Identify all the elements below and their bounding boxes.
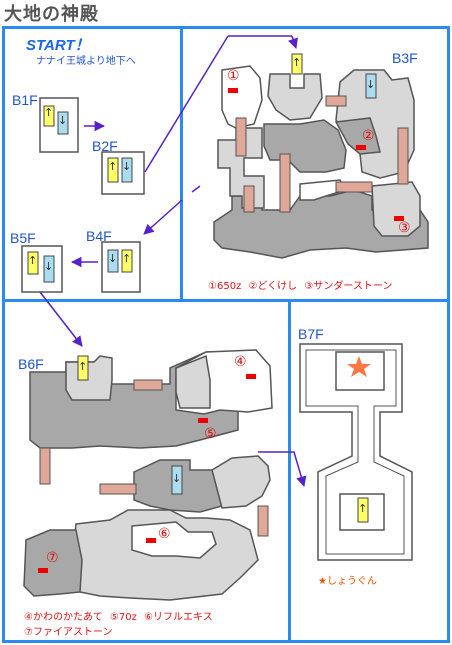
marker-4: ④ xyxy=(234,354,247,370)
b6-white-lower xyxy=(131,521,217,559)
b3-bridge-1 xyxy=(235,117,247,157)
b6-light-mid-right xyxy=(211,455,271,509)
marker-2: ② xyxy=(362,128,375,144)
item-2 xyxy=(356,145,366,150)
b7-room-boss xyxy=(335,351,385,391)
b6-light-top-mid xyxy=(175,354,211,409)
b3-bridge-2 xyxy=(243,185,255,213)
b3-light-top xyxy=(221,65,263,129)
item-6 xyxy=(146,538,156,543)
legend-item-1: ①650z xyxy=(208,281,242,292)
stairs-up-b2 xyxy=(107,157,119,183)
legend-item-5: ⑤70z xyxy=(109,612,137,623)
panel-b7 xyxy=(288,299,450,643)
item-5 xyxy=(198,418,208,423)
stairs-down-b3 xyxy=(365,73,377,99)
page-title: 大地の神殿 xyxy=(4,4,99,25)
floor-label-b3: B3F xyxy=(392,50,418,66)
b3-light-bottom xyxy=(299,179,348,201)
b6-light-top-left xyxy=(65,355,113,401)
marker-1: ① xyxy=(227,68,240,84)
b6-bridge-3 xyxy=(99,483,137,495)
b6-bridge-4 xyxy=(257,505,269,537)
legend-item-6: ⑥リフルエキス xyxy=(144,612,213,623)
floor-label-b2: B2F xyxy=(92,138,118,154)
b3-dark-right xyxy=(334,117,381,155)
stairs-down-b5 xyxy=(43,255,55,283)
arrow-b3-b4b xyxy=(143,199,183,235)
stairs-down-b6 xyxy=(171,465,183,495)
item-3 xyxy=(394,216,404,221)
b7-inner-top xyxy=(305,349,405,555)
stairs-down-b2 xyxy=(121,157,133,183)
b6-bridge-2 xyxy=(39,447,51,485)
stairs-up-b3 xyxy=(291,53,303,75)
legend-bottom-row2: ⑦ファイアストーン xyxy=(24,623,112,638)
start-note: ナナイ王城より地下へ xyxy=(36,56,136,67)
start-label: START！ xyxy=(26,37,90,54)
b6-dark-lower-left xyxy=(23,529,83,597)
arrow-b6-b7 xyxy=(258,451,307,488)
marker-6: ⑥ xyxy=(158,526,171,542)
b3-dark-mid xyxy=(263,119,347,173)
floor-label-b6: B6F xyxy=(18,356,44,372)
marker-3: ③ xyxy=(398,220,411,236)
floor-label-b7: B7F xyxy=(298,326,324,342)
boss-star-icon xyxy=(347,356,371,377)
stairs-up-b4 xyxy=(107,249,119,273)
legend-top: ①650z ②どくけし ③サンダーストーン xyxy=(208,277,392,292)
stairs-down-b4 xyxy=(121,249,133,273)
item-1 xyxy=(228,88,238,93)
b6-bridge-1 xyxy=(133,379,163,391)
arrow-b5-b6 xyxy=(39,291,83,347)
arrow-b2-b3c xyxy=(288,35,298,49)
stairs-up-b5 xyxy=(27,251,39,275)
arrow-b3-b4 xyxy=(191,185,201,193)
legend-bottom-row1: ④かわのかたあて ⑤70z ⑥リフルエキス xyxy=(24,608,213,623)
arrow-b2-b3 xyxy=(144,35,229,173)
item-4 xyxy=(246,374,256,379)
b3-bridge-5 xyxy=(335,181,373,193)
b3-bridge-6 xyxy=(397,127,409,185)
stairs-up-b1 xyxy=(43,105,55,127)
stairs-up-b7 xyxy=(357,497,369,523)
legend-b7: ★しょうぐん xyxy=(318,576,377,587)
b3-bridge-3 xyxy=(279,153,291,213)
marker-5: ⑤ xyxy=(204,426,217,442)
legend-item-4: ④かわのかたあて xyxy=(24,612,103,623)
legend-item-7: ⑦ファイアストーン xyxy=(24,627,113,638)
b3-light-mid xyxy=(267,73,323,121)
marker-7: ⑦ xyxy=(46,550,59,566)
floor-label-b4: B4F xyxy=(86,228,112,244)
stairs-down-b1 xyxy=(57,111,69,135)
item-7 xyxy=(38,568,48,573)
legend-item-3: ③サンダーストーン xyxy=(304,281,393,292)
floor-label-b1: B1F xyxy=(12,92,38,108)
floor-label-b5: B5F xyxy=(10,230,36,246)
b3-light-bottom2 xyxy=(371,181,421,237)
stairs-up-b6 xyxy=(77,355,89,381)
b3-bridge-4 xyxy=(325,95,347,107)
legend-item-2: ②どくけし xyxy=(248,281,298,292)
